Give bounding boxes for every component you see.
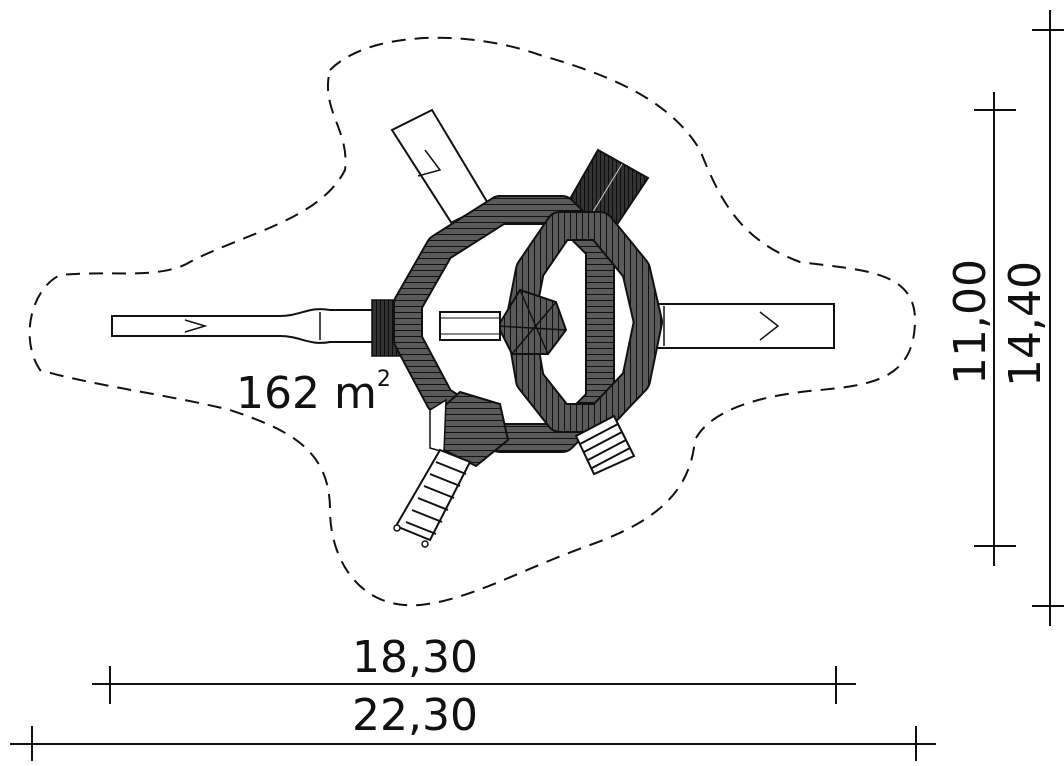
center-hex-platform [496,288,568,355]
lower-right-ladder [574,414,636,476]
height-dimension-outer [1032,10,1064,626]
width-dimension-inner [92,666,856,704]
inner-bridge [439,311,501,341]
lower-left-hex-platform [429,390,510,468]
height-inner-label: 11,00 [945,259,996,385]
area-value: 162 m [236,368,377,419]
area-superscript: 2 [376,367,391,393]
area-label: 162 m2 [236,369,391,416]
width-outer-label: 22,30 [352,690,478,741]
safety-zone-outline [28,36,917,607]
height-outer-label: 14,40 [1000,261,1051,387]
lower-left-ladder [393,448,472,548]
height-dimension-inner [974,92,1016,566]
right-slide [653,303,835,349]
width-inner-label: 18,30 [352,632,478,683]
width-dimension-outer [10,726,936,761]
left-slide [111,299,407,357]
